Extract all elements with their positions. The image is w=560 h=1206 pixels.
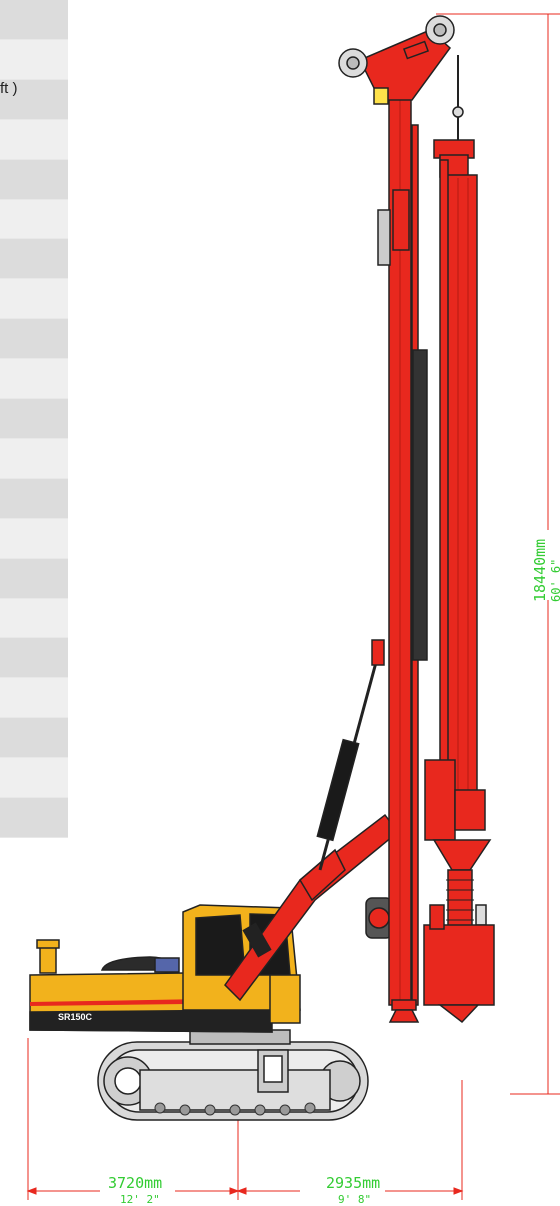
table-row [0,518,68,559]
table-row [0,199,68,240]
table-row [0,159,68,200]
height-dimension [436,13,560,1095]
right-dimension-mm: 2935mm [326,1174,380,1192]
table-row [0,119,68,160]
table-row [0,798,68,838]
kelly-bar [433,139,478,816]
table-row [0,79,68,120]
table-row [0,239,68,280]
table-row [0,319,68,360]
luffing-boom [224,639,400,1002]
table-row [0,438,68,479]
drilling-bucket [423,904,495,1024]
spec-table-strip [0,0,68,838]
table-row [0,718,68,759]
main-mast [377,84,428,1011]
table-row [0,558,68,599]
table-row [0,478,68,519]
table-row [0,359,68,400]
height-ft-label: 60' 6" [549,559,560,602]
table-row [0,598,68,639]
mast-head [338,15,464,140]
mast-foot [388,1009,420,1023]
height-mm-label: 18440mm [531,539,549,602]
table-row [0,399,68,439]
model-label: SR150C [58,1012,93,1022]
right-dimension-ft: 9' 8" [338,1193,371,1206]
table-unit-label: ft ) [0,80,18,97]
rotary-drive [424,759,492,931]
table-row [0,758,68,799]
left-dimension-mm: 3720mm [108,1174,162,1192]
table-row [0,39,68,80]
table-row [0,0,68,40]
left-dimension-ft: 12' 2" [120,1193,160,1206]
table-row [0,678,68,719]
table-row [0,638,68,679]
table-row [0,279,68,320]
crawler-track [97,1041,369,1121]
